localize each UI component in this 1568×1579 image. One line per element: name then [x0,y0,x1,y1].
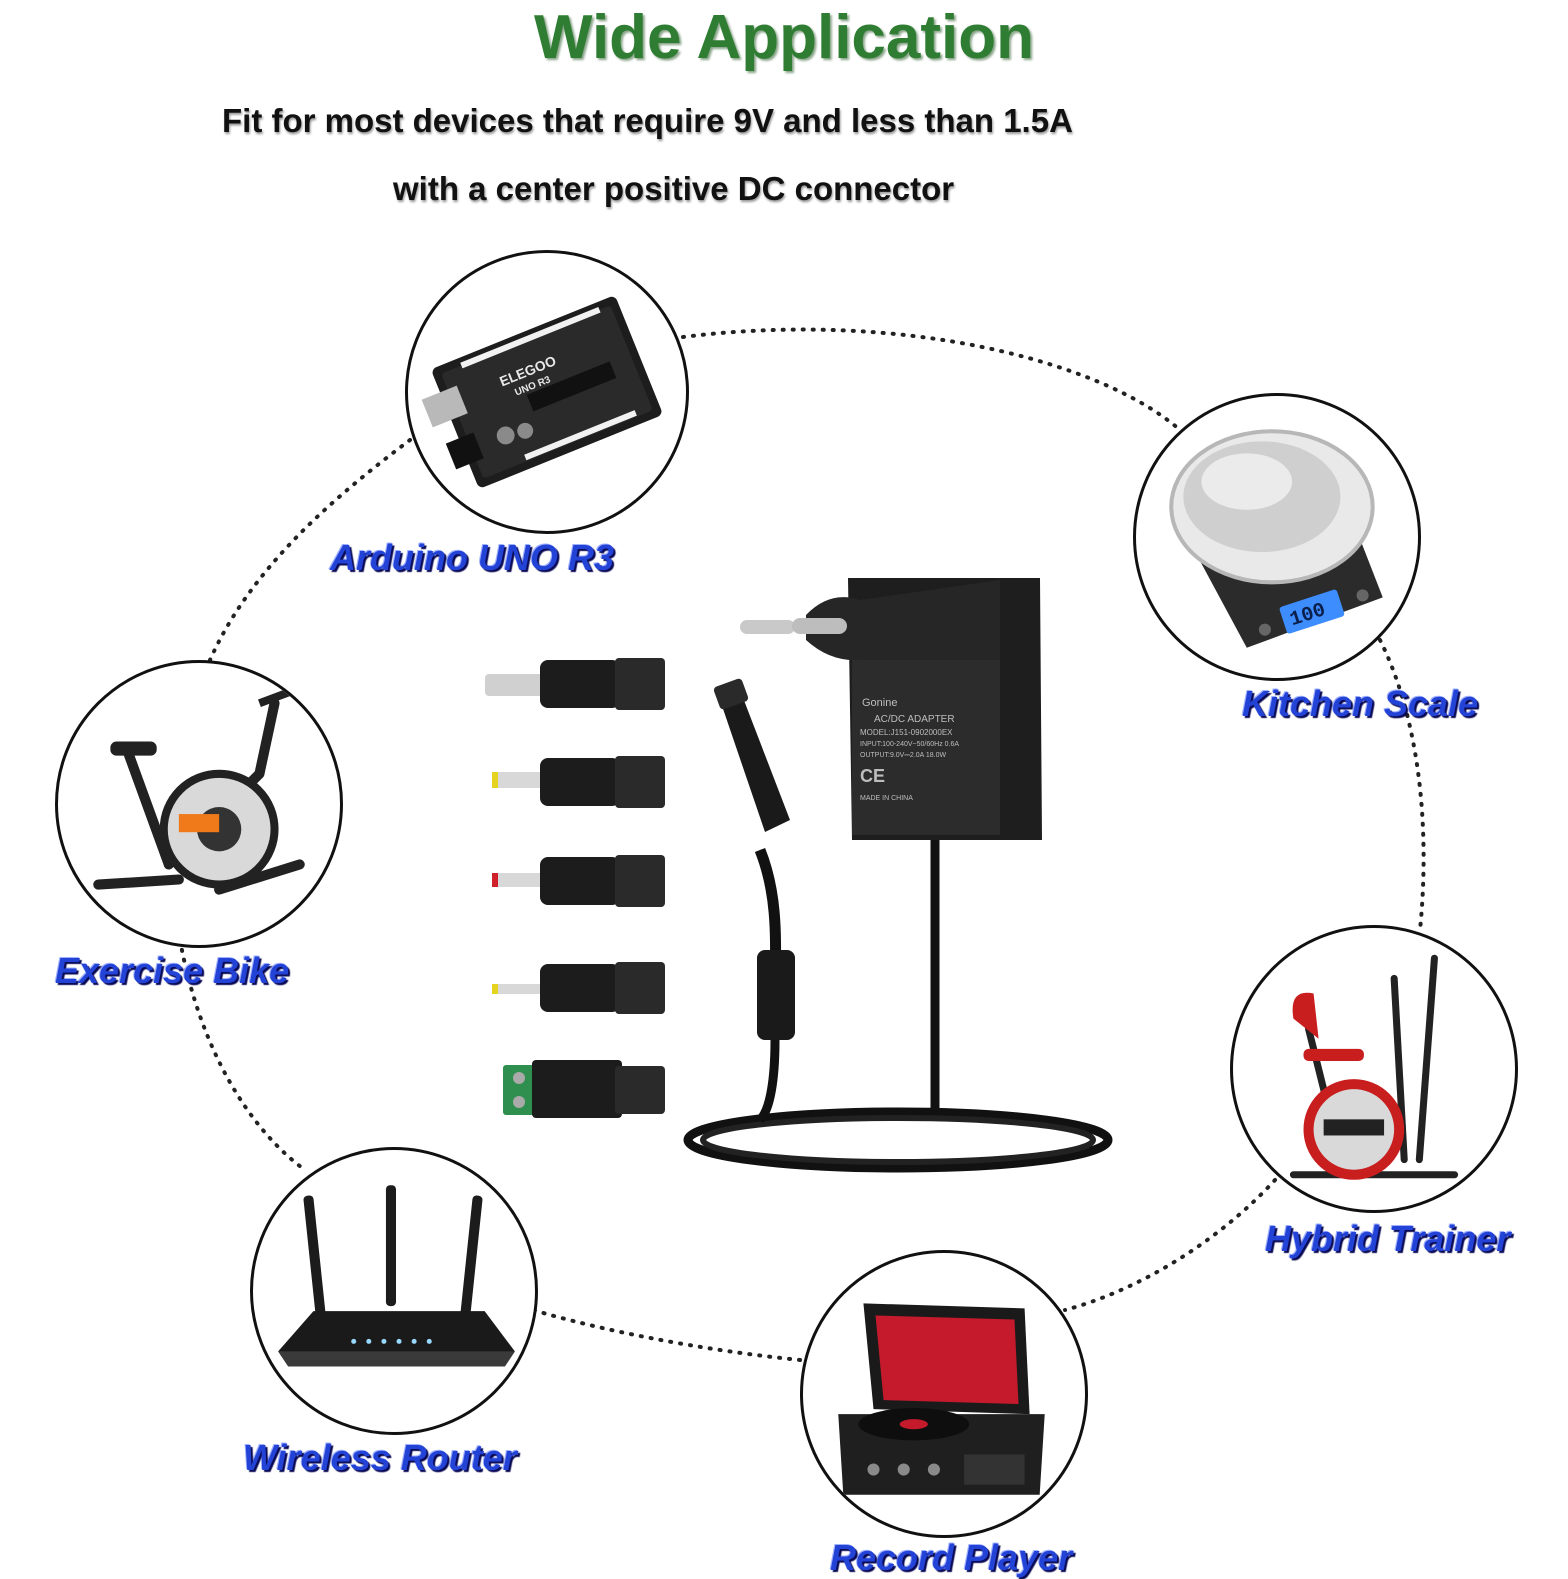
device-label-record-player: Record Player [830,1537,1073,1578]
adapter-label-line-4: OUTPUT:9.0V⎓2.0A 18.0W [860,752,947,759]
dc-tip-1 [485,658,665,710]
adapter-label-line-1: AC/DC ADAPTER [874,714,955,725]
device-label-hybrid-trainer: Hybrid Trainer [1265,1218,1511,1259]
kitchen-scale-icon: 100 [1169,429,1383,648]
subtitle-line-1: Fit for most devices that require 9V and… [222,102,1073,139]
arduino-board-icon: ELEGOO UNO R3 [421,296,662,488]
dc-tip-2 [492,756,665,808]
record-player-icon [838,1303,1045,1495]
wireless-router-icon [278,1185,515,1367]
device-circle-arduino: ELEGOO UNO R3 [405,250,689,534]
dc-tip-3 [492,855,665,907]
device-circle-kitchen-scale: 100 [1133,393,1421,681]
device-circle-exercise-bike [55,660,343,948]
device-label-arduino: Arduino UNO R3 [330,537,614,578]
device-label-kitchen-scale: Kitchen Scale [1242,683,1479,724]
ce-mark-icon: CE [860,766,885,786]
hybrid-trainer-icon [1289,954,1459,1180]
adapter-label: Gonine AC/DC ADAPTER MODEL:J151-0902000E… [860,697,959,802]
adapter-brand: Gonine [862,697,897,709]
device-label-exercise-bike: Exercise Bike [55,950,290,991]
page-title: Wide Application [533,3,1035,72]
adapter-label-line-5: MADE IN CHINA [860,795,913,802]
device-circle-record-player [800,1250,1088,1538]
adapter-label-line-3: INPUT:100-240V~50/60Hz 0.6A [860,741,959,748]
dc-plug-icon [713,678,790,832]
dc-tip-4 [492,962,665,1014]
device-circle-hybrid-trainer [1230,925,1518,1213]
adapter-body [740,578,1042,840]
subtitle-line-2: with a center positive DC connector [393,170,955,207]
device-label-wireless-router: Wireless Router [243,1437,517,1478]
ferrite-bead [757,950,795,1040]
device-circle-wireless-router [250,1147,538,1435]
terminal-block-adapter [503,1060,665,1118]
adapter-label-line-2: MODEL:J151-0902000EX [860,728,953,737]
exercise-bike-icon [93,683,314,895]
power-adapter-product: Gonine AC/DC ADAPTER MODEL:J151-0902000E… [485,578,1113,1173]
